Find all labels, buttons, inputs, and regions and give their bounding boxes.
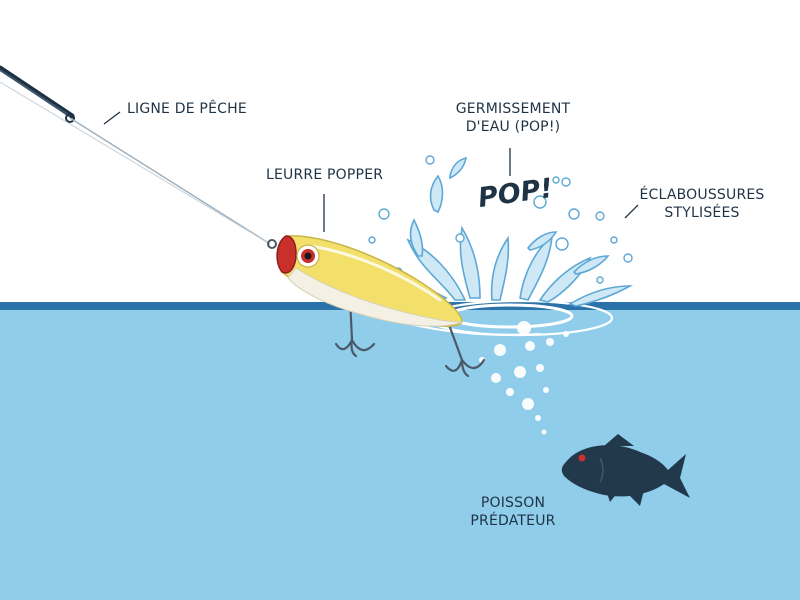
label-splashes-line2: STYLISÉES (664, 205, 740, 221)
label-water-gurgle: GERMISSEMENT D'EAU (POP!) (438, 100, 588, 136)
label-popper-lure: LEURRE POPPER (266, 167, 384, 183)
label-predator-line1: POISSON (480, 495, 546, 511)
label-water-gurgle-line2: D'EAU (POP!) (465, 119, 561, 135)
water-body (0, 307, 800, 600)
predator-fish-icon (561, 434, 690, 506)
leader-line-fishing-line (103, 111, 121, 125)
label-splashes: ÉCLABOUSSURES STYLISÉES (632, 186, 772, 222)
fishing-rod-icon (0, 65, 75, 123)
splash-icon (385, 156, 634, 307)
sky-background (0, 0, 800, 302)
fishing-line (0, 81, 271, 245)
label-water-gurgle-line1: GERMISSEMENT (455, 101, 571, 117)
label-splashes-line1: ÉCLABOUSSURES (639, 187, 765, 203)
label-predator-fish: POISSON PRÉDATEUR (458, 494, 568, 530)
bubble-icon (479, 321, 569, 435)
popper-lure-icon (267, 235, 486, 378)
leader-line-splashes (624, 204, 639, 219)
treble-hook-icon (443, 315, 486, 378)
label-fishing-line: LIGNE DE PÊCHE (127, 101, 247, 117)
label-predator-line2: PRÉDATEUR (470, 513, 556, 529)
